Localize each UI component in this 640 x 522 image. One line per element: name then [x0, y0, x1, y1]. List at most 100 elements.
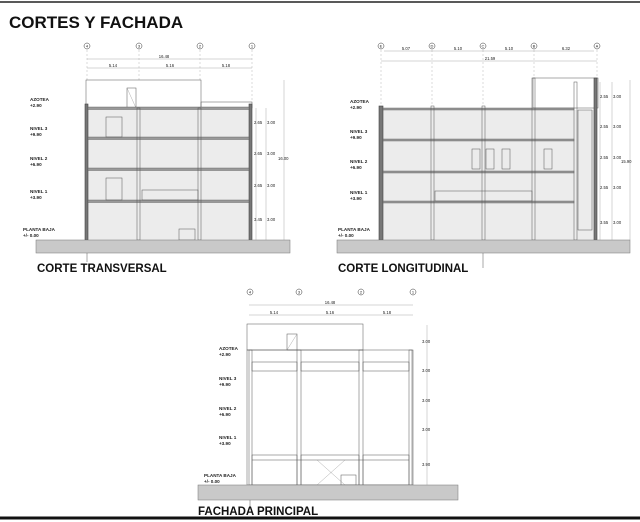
- total-width: 16.48: [325, 300, 336, 305]
- height-dimensions: 3.00 3.00 3.00 3.00 3.90: [422, 325, 431, 485]
- axis-bubbles: 4 3 2 1: [246, 288, 417, 296]
- total-width: 16.48: [159, 54, 170, 59]
- drawing-line: [382, 200, 575, 204]
- level-elev: +3.90: [30, 195, 42, 200]
- drawing-line: [485, 148, 495, 170]
- axis-bubble: [593, 42, 601, 50]
- drawing-line: [126, 87, 137, 109]
- dimension-text: AZOTEA: [350, 99, 370, 104]
- dimension-text: 3.00: [267, 120, 276, 125]
- level-elev: +6.90: [30, 162, 42, 167]
- section-title: CORTE LONGITUDINAL: [338, 263, 468, 275]
- axis-bubble: [428, 42, 436, 50]
- span-dim: 6.32: [562, 46, 571, 51]
- span-dim: 5.16: [326, 310, 335, 315]
- dimension-text: AZOTEA: [219, 346, 239, 351]
- fachada-principal: 4 3 2 1 16.48 5.14 5.16 5.18: [197, 288, 459, 518]
- drawing-line: [87, 199, 250, 203]
- total-width: 21.59: [485, 56, 496, 61]
- total-height: 15.90: [621, 159, 632, 164]
- height-dimensions: 2.55 2.55 2.55 2.55 3.55 3.00 3.00 3.00 …: [599, 80, 632, 240]
- dimension-text: 3.00: [267, 151, 276, 156]
- ground-hatch: [35, 239, 291, 254]
- span-dim: 5.18: [222, 63, 231, 68]
- dimension-text: +9.90: [219, 382, 231, 387]
- drawing-line: [105, 116, 123, 138]
- level-elev: +9.90: [30, 132, 42, 137]
- sheet-title: CORTES Y FACHADA: [9, 13, 183, 32]
- dimension-text: NIVEL 3: [350, 129, 368, 134]
- drawing-line: [383, 110, 597, 240]
- drawing-line: [84, 103, 89, 241]
- level-name: NIVEL 3: [30, 126, 48, 131]
- section-title: CORTE TRANSVERSAL: [37, 263, 167, 275]
- span-dim: 5.10: [454, 46, 463, 51]
- drawing-line: [408, 349, 413, 486]
- section-building: [378, 77, 599, 241]
- axis-label: B: [533, 44, 536, 49]
- window-band: [362, 361, 410, 372]
- facade-building: [246, 323, 414, 486]
- axis-label: 3: [138, 44, 141, 49]
- drawing-line: [577, 109, 593, 231]
- dimension-text: 3.00: [422, 398, 431, 403]
- span-dim: 5.14: [109, 63, 118, 68]
- drawing-line: [248, 103, 253, 241]
- drawing-line: [378, 105, 384, 241]
- axis-label: 2: [199, 44, 202, 49]
- dimension-text: NIVEL 2: [219, 406, 237, 411]
- drawing-line: [316, 459, 346, 486]
- drawing-line: [532, 77, 599, 109]
- dimension-text: 3.00: [422, 427, 431, 432]
- drawing-line: [471, 148, 481, 170]
- axis-label: 2: [360, 290, 363, 295]
- total-height: 16.00: [278, 156, 289, 161]
- dimension-text: 3.00: [267, 183, 276, 188]
- dimension-text: 2.65: [254, 183, 263, 188]
- dimension-text: NIVEL 3: [219, 376, 237, 381]
- corte-transversal: 4 3 2 1 16.48 5.14 5.16 5.18: [23, 42, 291, 275]
- dimension-text: 3.00: [613, 185, 622, 190]
- drawing-line: [246, 349, 414, 486]
- dimension-text: +2.90: [350, 105, 362, 110]
- axis-bubble: [248, 42, 256, 50]
- dimension-text: 3.00: [613, 124, 622, 129]
- drawing-line: [87, 106, 250, 110]
- axis-label: 1: [251, 44, 254, 49]
- dimension-text: 2.65: [254, 120, 263, 125]
- axis-bubble: [479, 42, 487, 50]
- drawing-line: [105, 177, 123, 201]
- level-elev: +/- 0.00: [23, 233, 39, 238]
- dimension-text: 2.65: [254, 151, 263, 156]
- axis-bubbles: 4 3 2 1: [83, 42, 256, 50]
- level-elev: +2.90: [30, 103, 42, 108]
- axis-label: 4: [249, 290, 252, 295]
- axis-bubble: [135, 42, 143, 50]
- drawing-line: [141, 189, 199, 201]
- axis-bubble: [196, 42, 204, 50]
- span-dim: 5.18: [383, 310, 392, 315]
- ground-hatch: [197, 484, 459, 501]
- axis-label: D: [431, 44, 434, 49]
- axis-bubbles: E D C B A: [377, 42, 601, 50]
- height-dimensions: 2.65 2.65 2.65 3.45 3.00 3.00 3.00 3.00 …: [254, 80, 289, 240]
- dimension-text: 2.55: [600, 155, 609, 160]
- axis-bubble: [246, 288, 254, 296]
- drawing-line: [286, 333, 298, 351]
- dimension-text: 3.90: [422, 462, 431, 467]
- axis-bubble: [377, 42, 385, 50]
- dimension-text: +/- 0.00: [204, 479, 220, 484]
- drawing-line: [85, 79, 202, 109]
- axis-bubble: [83, 42, 91, 50]
- storefront: [251, 454, 298, 486]
- drawing-line: [434, 190, 533, 202]
- drawing-line: [382, 107, 575, 111]
- section-building: [84, 79, 253, 241]
- storefront: [362, 454, 410, 486]
- dimension-text: +/- 0.00: [338, 233, 354, 238]
- ground-hatch: [336, 239, 631, 254]
- axis-bubble: [409, 288, 417, 296]
- dimension-text: 3.00: [613, 220, 622, 225]
- drawing-line: [248, 349, 253, 486]
- dimension-text: 2.55: [600, 185, 609, 190]
